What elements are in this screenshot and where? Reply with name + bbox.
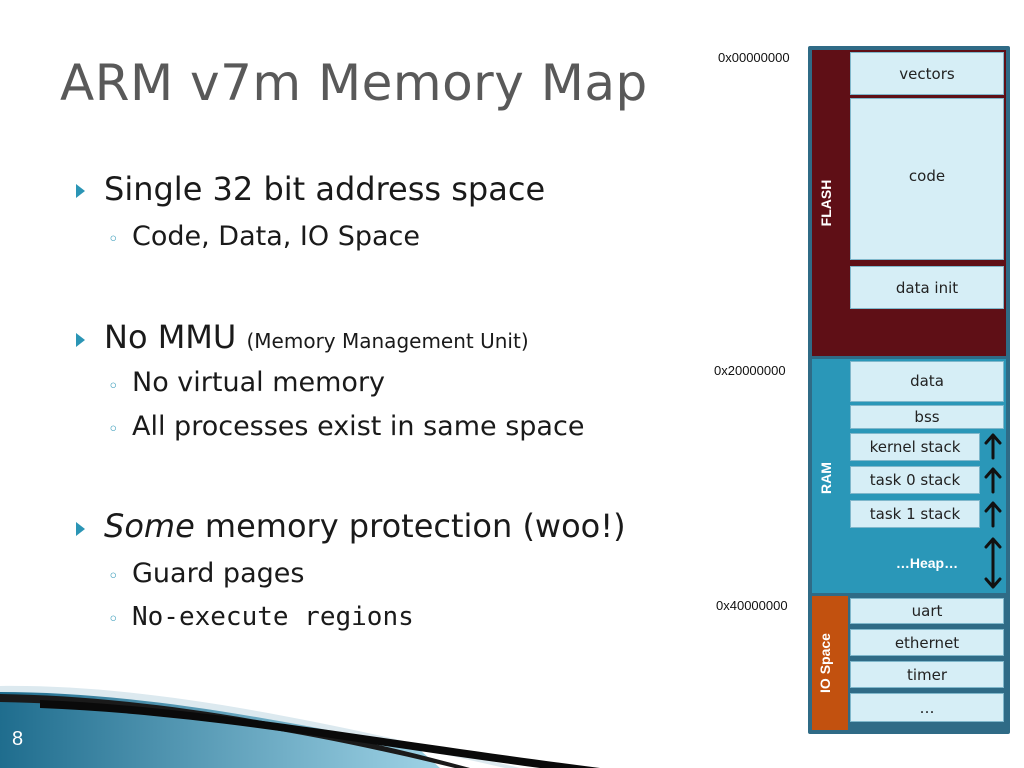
- bullet-2-note: (Memory Management Unit): [246, 329, 529, 353]
- bullet-arrow-icon: [76, 184, 85, 198]
- stack-growth-arrows: [984, 433, 1002, 589]
- up-arrow-icon: [984, 467, 1002, 494]
- ram-cell-data: data: [850, 361, 1004, 402]
- bullet-2-text: No MMU: [104, 318, 237, 356]
- sub-bullet-circle-icon: ◦: [108, 609, 119, 630]
- io-label: IO Space: [817, 633, 833, 693]
- ram-cell-bss: bss: [850, 405, 1004, 429]
- double-arrow-icon: [984, 537, 1002, 589]
- heap-label: …Heap…: [895, 555, 959, 571]
- up-arrow-icon: [984, 433, 1002, 460]
- io-cell-timer: timer: [850, 661, 1004, 688]
- ram-cell-task-1-stack: task 1 stack: [850, 500, 980, 528]
- bullet-2-sub-1: No virtual memory: [132, 367, 386, 398]
- io-cell-more: …: [850, 693, 1004, 722]
- decorative-swoosh: [0, 685, 600, 768]
- flash-cell-data-init: data init: [850, 266, 1004, 309]
- flash-cell-vectors: vectors: [850, 52, 1004, 95]
- bullet-3-sub-2: No-execute regions: [132, 602, 414, 632]
- ram-cell-kernel-stack: kernel stack: [850, 433, 980, 461]
- io-region: [812, 596, 848, 730]
- bullet-1: Single 32 bit address space: [104, 170, 546, 208]
- sub-bullet-circle-icon: ◦: [108, 419, 119, 440]
- ram-label: RAM: [818, 462, 834, 494]
- address-io-start: 0x40000000: [716, 598, 788, 613]
- address-ram-start: 0x20000000: [714, 363, 786, 378]
- up-arrow-icon: [984, 501, 1002, 528]
- bullet-arrow-icon: [76, 522, 85, 536]
- bullet-2: No MMU (Memory Management Unit): [104, 318, 529, 356]
- address-flash-start: 0x00000000: [718, 50, 790, 65]
- bullet-3-emphasis: Some: [104, 507, 195, 545]
- ram-cell-task-0-stack: task 0 stack: [850, 466, 980, 494]
- bullet-3-sub-1: Guard pages: [132, 558, 305, 589]
- slide-title: ARM v7m Memory Map: [60, 54, 648, 112]
- bullet-1-sub-1: Code, Data, IO Space: [132, 221, 420, 252]
- sub-bullet-circle-icon: ◦: [108, 376, 119, 397]
- bullet-3: Some memory protection (woo!): [104, 507, 626, 545]
- sub-bullet-circle-icon: ◦: [108, 229, 119, 250]
- bullet-2-sub-2: All processes exist in same space: [132, 411, 585, 442]
- sub-bullet-circle-icon: ◦: [108, 566, 119, 587]
- flash-cell-code: code: [850, 98, 1004, 260]
- flash-label: FLASH: [818, 179, 834, 227]
- bullet-3-text: memory protection (woo!): [204, 507, 626, 545]
- page-number: 8: [12, 728, 24, 750]
- bullet-arrow-icon: [76, 333, 85, 347]
- io-cell-uart: uart: [850, 598, 1004, 624]
- io-cell-ethernet: ethernet: [850, 629, 1004, 656]
